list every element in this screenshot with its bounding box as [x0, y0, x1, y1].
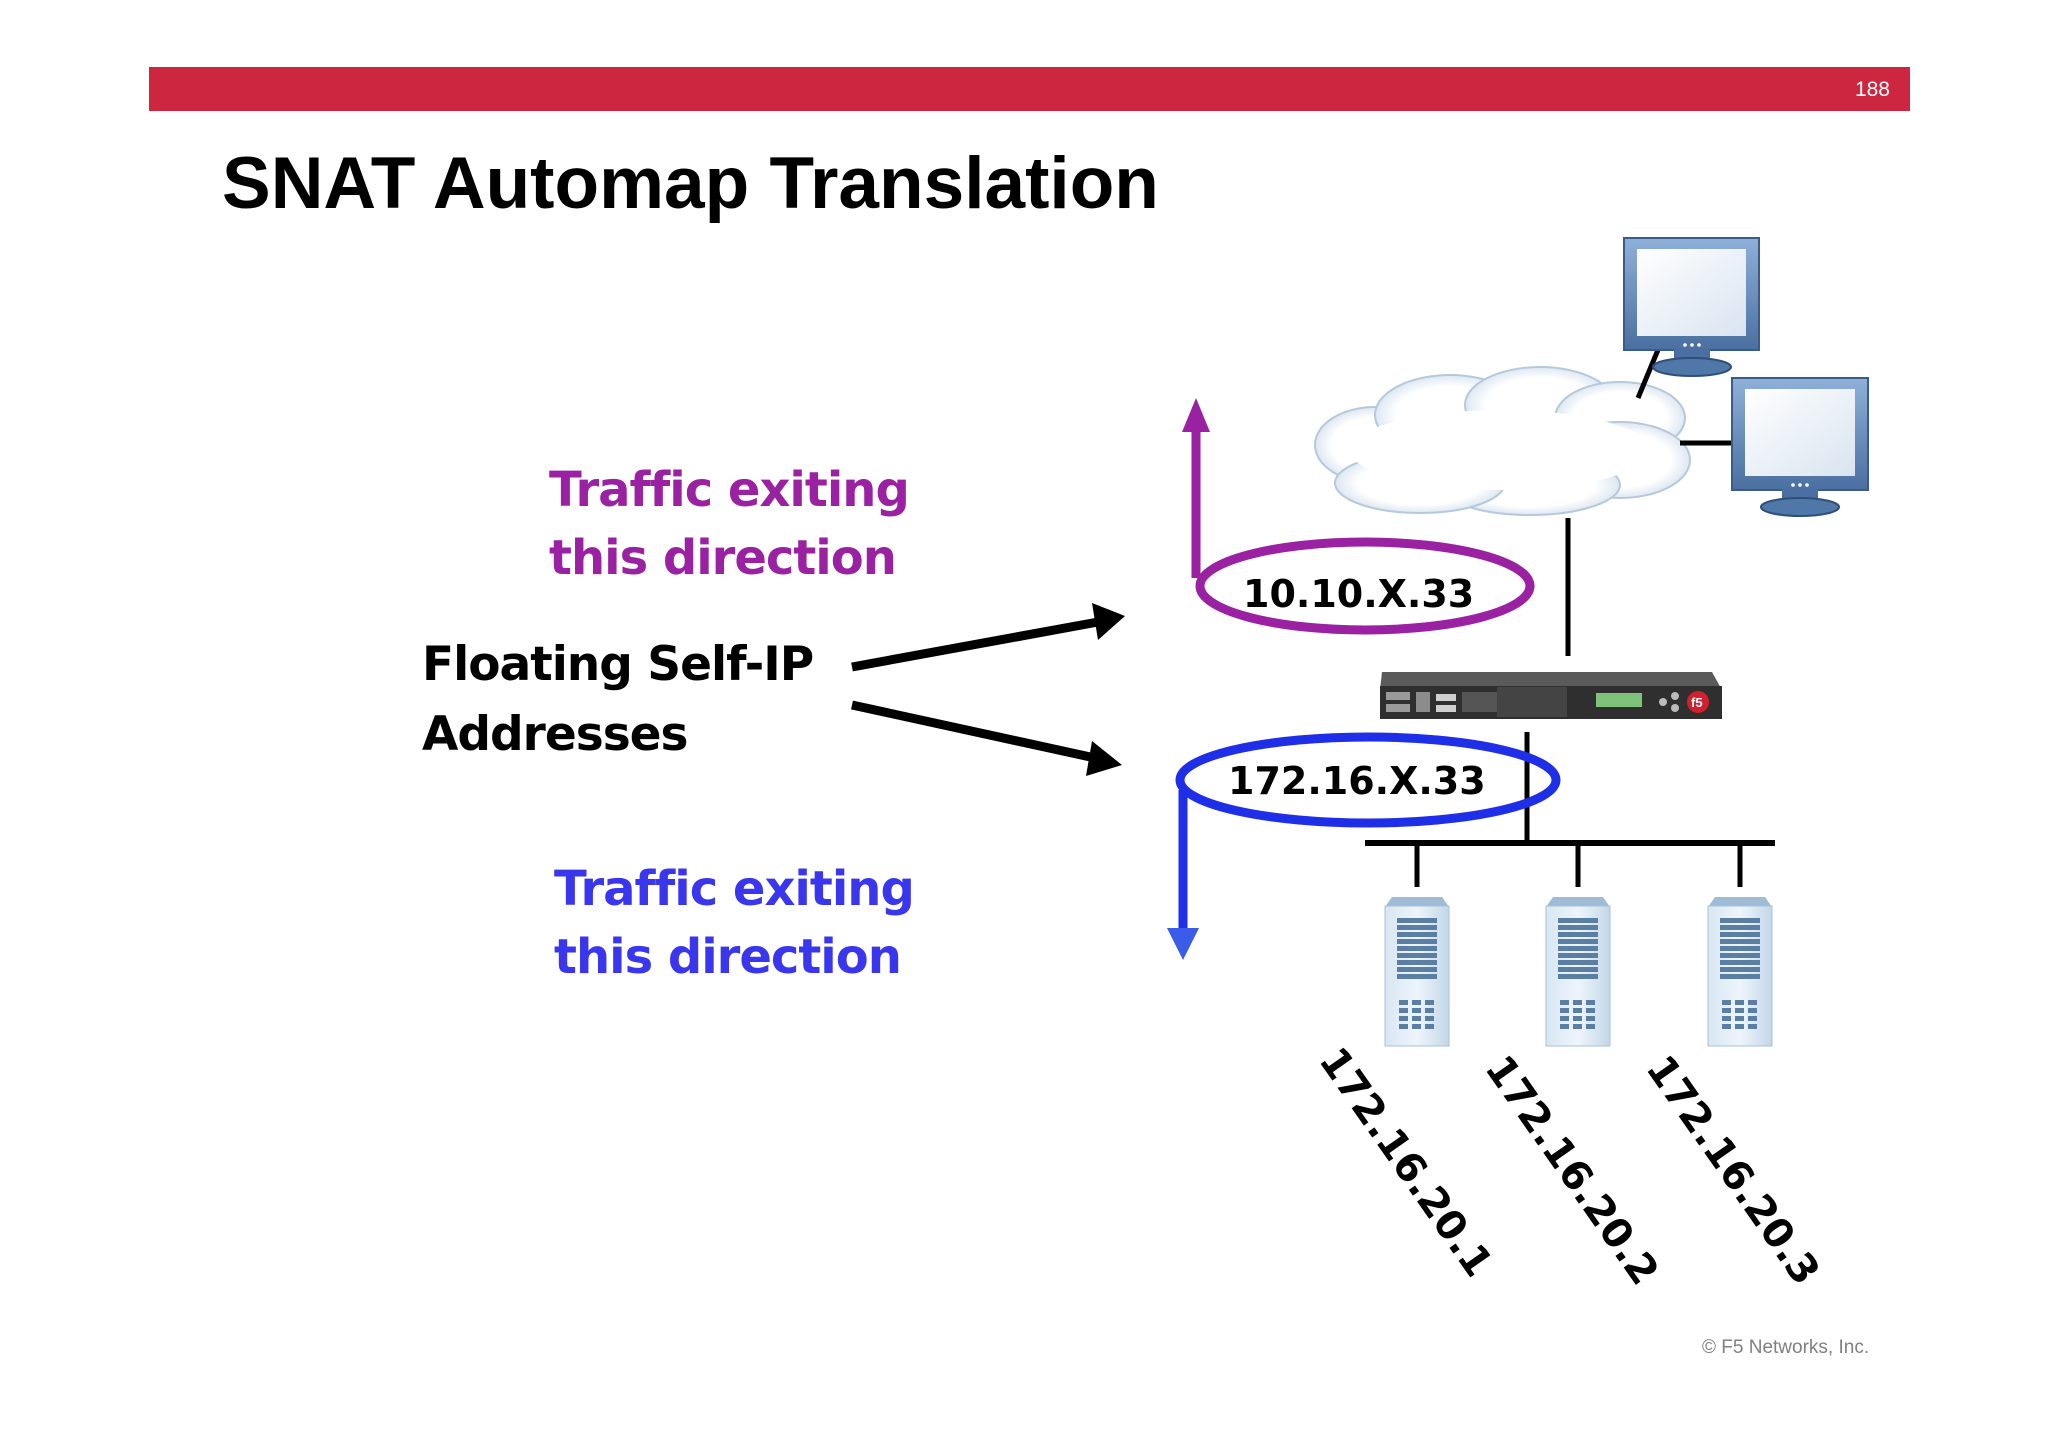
external-traffic-label: Traffic exiting this direction [549, 462, 910, 586]
external-self-ip: 10.10.X.33 [1243, 572, 1474, 616]
page-number: 188 [1854, 78, 1890, 101]
external-exit-arrow [1191, 432, 1535, 635]
floating-self-ip-label: Floating Self-IP Addresses [422, 637, 814, 762]
internal-traffic-label: Traffic exiting this direction [554, 861, 915, 985]
internal-exit-arrow [1175, 732, 1561, 932]
internal-self-ip: 172.16.X.33 [1228, 759, 1486, 803]
magenta-arrowhead [1182, 398, 1210, 432]
server-ip-label: 172.16.20.3 [1637, 1047, 1829, 1293]
internet-cloud-icon [1314, 366, 1691, 516]
server-icon [1384, 897, 1450, 1047]
server-ip-label: 172.16.20.2 [1476, 1047, 1668, 1293]
big-ip-device-icon: f5 [1380, 672, 1722, 719]
pointer-arrow-lower [851, 700, 1122, 776]
server-icon [1545, 897, 1611, 1047]
pointer-arrow-upper [851, 603, 1125, 672]
slide-title: SNAT Automap Translation [222, 143, 1159, 224]
header-banner: 188 [149, 67, 1910, 111]
link-line [1635, 344, 1663, 399]
copyright-notice: © F5 Networks, Inc. [1702, 1337, 1870, 1358]
monitor-icon [1731, 377, 1869, 517]
server-icon [1707, 897, 1773, 1047]
monitor-icon [1623, 237, 1760, 377]
blue-arrowhead [1167, 928, 1199, 960]
svg-text:f5: f5 [1691, 695, 1703, 710]
server-ip-label: 172.16.20.1 [1310, 1039, 1502, 1285]
